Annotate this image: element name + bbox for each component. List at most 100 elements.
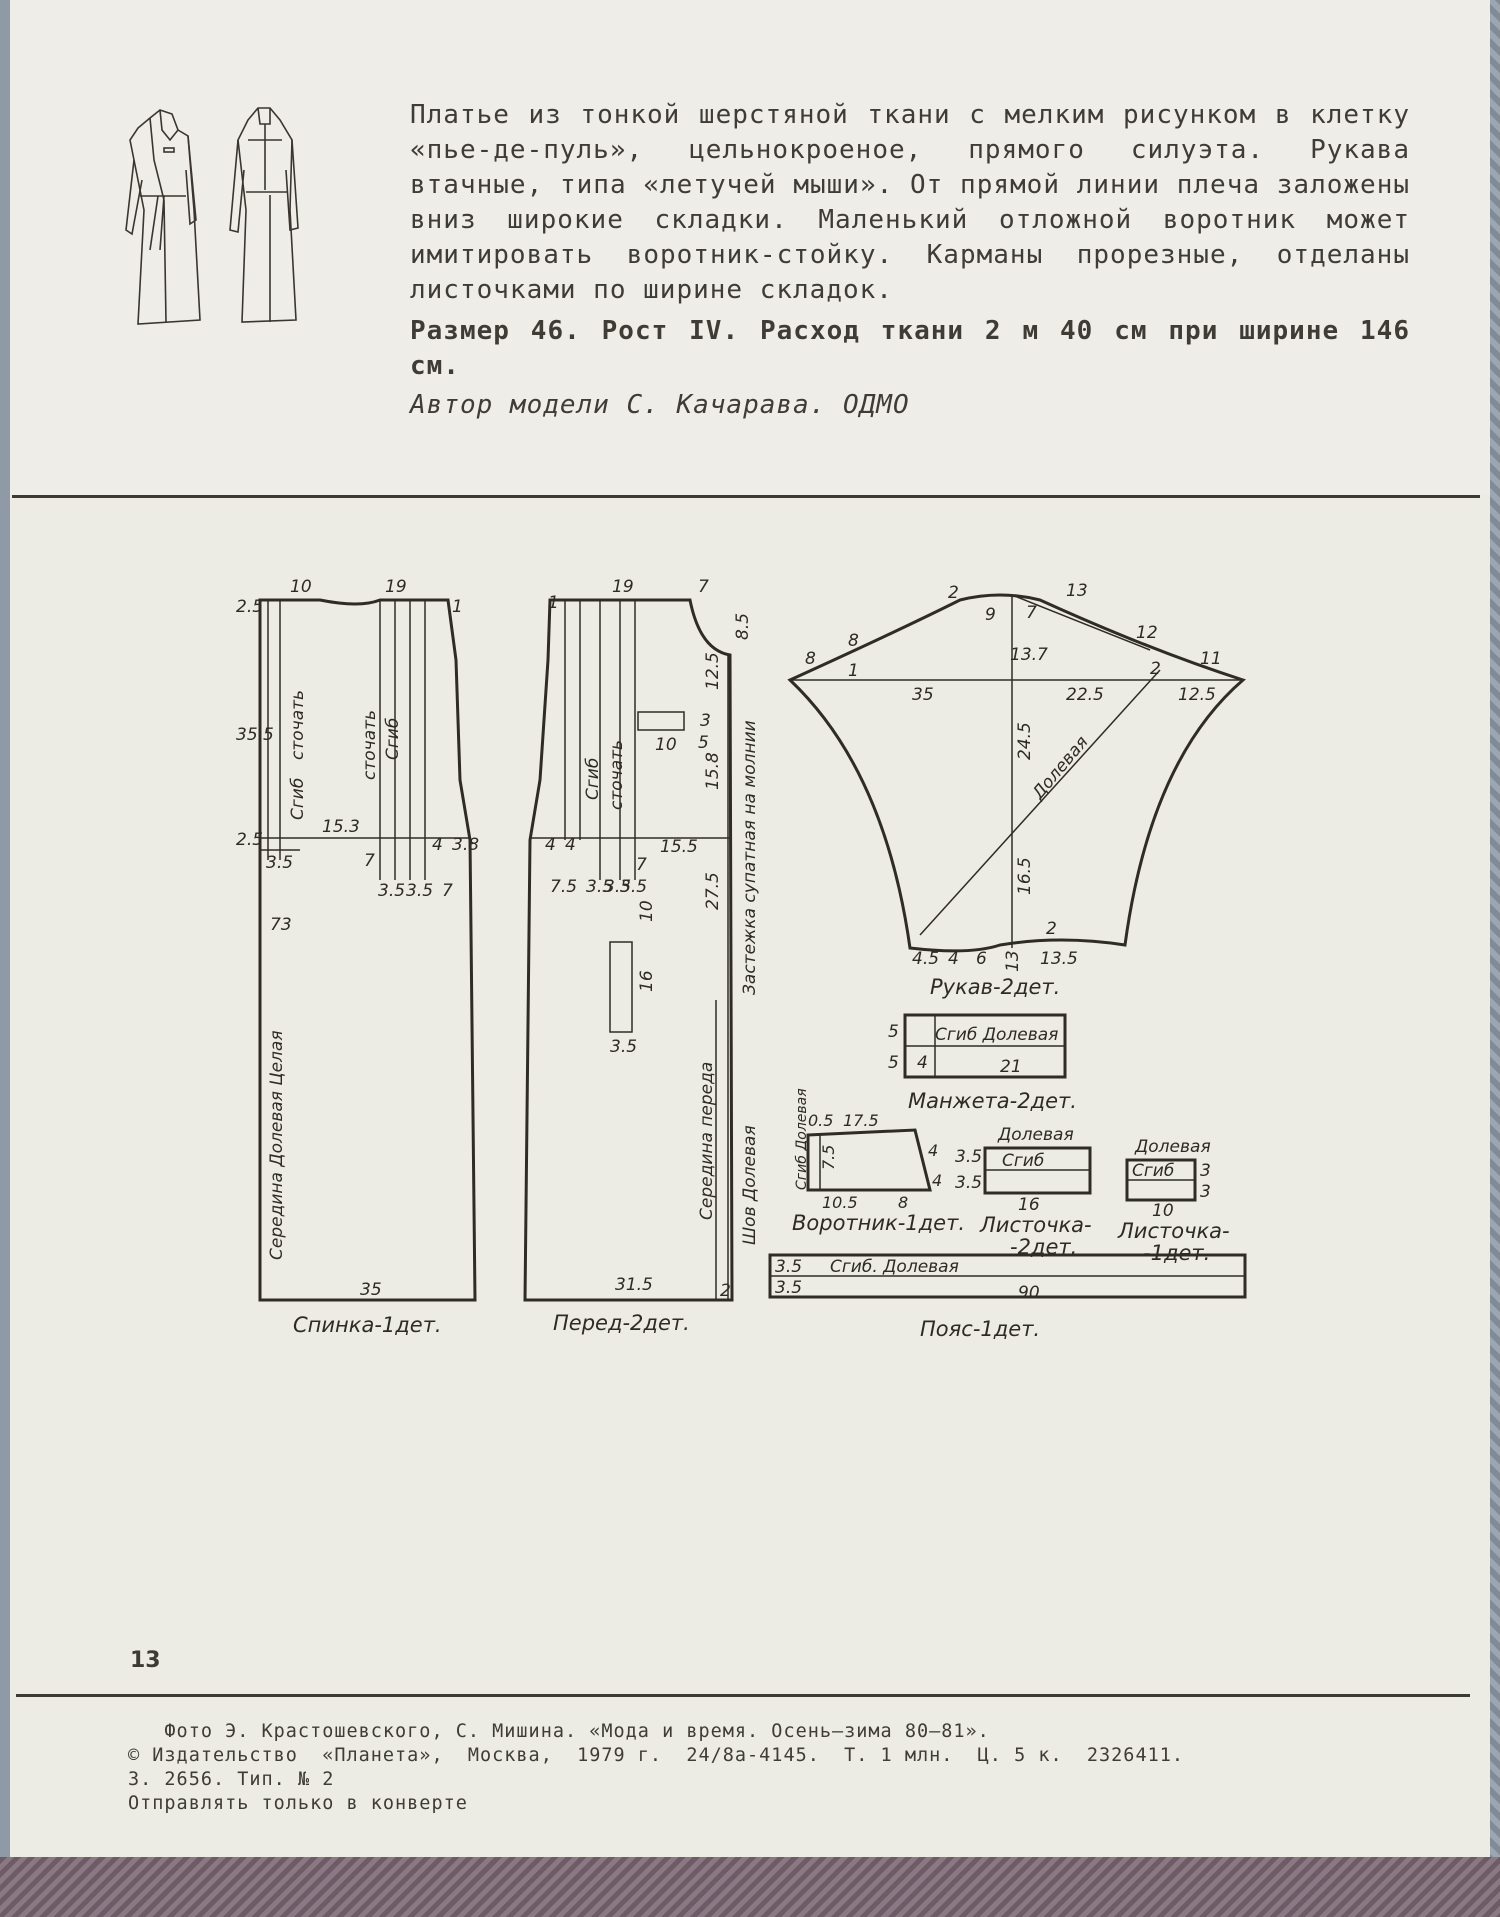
front-dim-label: 15.5 bbox=[660, 837, 698, 857]
sleeve-dim-label: 4 bbox=[948, 949, 959, 969]
front-dim-label: 5 bbox=[698, 733, 709, 753]
back-caption: Спинка-1дет. bbox=[293, 1313, 442, 1337]
sleeve-dim-label: 13 bbox=[1066, 581, 1088, 601]
flap-two-dim-label: 3.5 bbox=[955, 1147, 982, 1167]
sleeve-dim-label: 13.7 bbox=[1010, 645, 1048, 665]
belt-caption: Пояс-1дет. bbox=[920, 1317, 1040, 1341]
collar-caption: Воротник-1дет. bbox=[792, 1211, 965, 1235]
sleeve-dim-label: 2 bbox=[1046, 919, 1057, 939]
back-dim-label: 2.5 bbox=[236, 597, 263, 617]
front-dim-label: 15.8 bbox=[703, 752, 723, 790]
cuff-note: Сгиб Долевая bbox=[935, 1025, 1058, 1045]
front-dim-label: 27.5 bbox=[703, 872, 723, 910]
footer-divider bbox=[16, 1694, 1470, 1697]
front-note: Сгиб bbox=[583, 758, 603, 800]
flap-one-caption: -1дет. bbox=[1143, 1241, 1210, 1265]
sleeve-dim-label: 2 bbox=[948, 583, 959, 603]
sleeve-dim-label: 24.5 bbox=[1015, 722, 1035, 760]
flap-two-note: Долевая bbox=[997, 1125, 1074, 1145]
flap-two-dim-label: 16 bbox=[1018, 1195, 1040, 1215]
back-dim-label: 15.3 bbox=[322, 817, 360, 837]
section-divider bbox=[12, 495, 1480, 498]
belt-note: Сгиб. Долевая bbox=[830, 1257, 959, 1277]
front-dim-label: 7 bbox=[698, 577, 709, 597]
credits: Фото Э. Крастошевского, С. Мишина. «Мода… bbox=[128, 1720, 1184, 1816]
sleeve-dim-label: 1 bbox=[848, 661, 859, 681]
sleeve-note: Долевая bbox=[1028, 732, 1093, 804]
sleeve-dim-label: 12.5 bbox=[1178, 685, 1216, 705]
back-dim-label: 7 bbox=[364, 851, 375, 871]
front-dim-label: 2 bbox=[720, 1281, 731, 1301]
page-number: 13 bbox=[130, 1648, 161, 1673]
sleeve-dim-label: 13.5 bbox=[1040, 949, 1078, 969]
front-dim-label: 3 bbox=[700, 711, 711, 731]
back-note: Сгиб bbox=[288, 778, 308, 820]
credits-line: Отправлять только в конверте bbox=[128, 1793, 468, 1814]
front-dim-label: 4 bbox=[565, 835, 576, 855]
flap-one-dim-label: 3 bbox=[1200, 1161, 1211, 1181]
front-note: Застежка супатная на молнии bbox=[740, 720, 760, 995]
belt-dim-label: 90 bbox=[1018, 1283, 1040, 1303]
postcard bbox=[10, 0, 1490, 1895]
sleeve-dim-label: 9 bbox=[985, 605, 996, 625]
front-dim-label: 19 bbox=[612, 577, 634, 597]
author-line: Автор модели С. Качарава. ОДМО bbox=[410, 390, 910, 420]
collar-dim-label: 0.5 bbox=[808, 1111, 833, 1130]
front-dim-label: 3.5 bbox=[586, 877, 613, 897]
front-dim-label: 8.5 bbox=[733, 613, 753, 640]
sleeve-dim-label: 6 bbox=[976, 949, 987, 969]
front-dim-label: 12.5 bbox=[703, 652, 723, 690]
front-note: сточать bbox=[607, 740, 627, 810]
front-dim-label: 10 bbox=[637, 900, 657, 922]
sleeve-dim-label: 4.5 bbox=[912, 949, 939, 969]
background-floor bbox=[0, 1857, 1500, 1917]
front-dim-label: 3.5 bbox=[610, 1037, 637, 1057]
sleeve-dim-label: 12 bbox=[1136, 623, 1158, 643]
back-dim-label: 3.5 bbox=[406, 881, 433, 901]
belt-dim-label: 3.5 bbox=[775, 1257, 802, 1277]
back-dim-label: 73 bbox=[270, 915, 292, 935]
sleeve-caption: Рукав-2дет. bbox=[930, 975, 1060, 999]
front-note: Середина переда bbox=[697, 1062, 717, 1220]
description-paragraph: Платье из тонкой шерстяной ткани с мелки… bbox=[410, 100, 1410, 305]
credits-line: © Издательство «Планета», Москва, 1979 г… bbox=[128, 1745, 1185, 1766]
cuff-caption: Манжета-2дет. bbox=[908, 1089, 1077, 1113]
front-dim-label: 31.5 bbox=[615, 1275, 653, 1295]
sleeve-outline bbox=[787, 593, 1247, 953]
cuff-dim-label: 21 bbox=[1000, 1057, 1022, 1077]
dress-illustrations bbox=[125, 107, 299, 325]
back-dim-label: 4 bbox=[432, 835, 443, 855]
flap-one-dim-label: 10 bbox=[1152, 1201, 1174, 1221]
back-note: сточать bbox=[288, 690, 308, 760]
size-line: Размер 46. Рост IV. Расход ткани 2 м 40 … bbox=[410, 316, 1410, 381]
collar-dim-label: 7.5 bbox=[819, 1145, 838, 1170]
front-dim-label: 3.5 bbox=[604, 877, 631, 897]
back-piece-outline bbox=[258, 598, 477, 1302]
cuff-dim-label: 5 bbox=[888, 1022, 899, 1042]
flap-one-dim-label: 3 bbox=[1200, 1182, 1211, 1202]
flap-two-dim-label: 3.5 bbox=[955, 1173, 982, 1193]
collar-dim-label: 10.5 bbox=[822, 1193, 858, 1212]
collar-dim-label: 4 bbox=[928, 1141, 938, 1160]
sleeve-dim-label: 7 bbox=[1026, 603, 1037, 623]
top-section bbox=[10, 0, 1490, 495]
back-dim-label: 1 bbox=[452, 597, 463, 617]
back-dim-label: 3.5 bbox=[378, 881, 405, 901]
front-dim-label: 4 bbox=[545, 835, 556, 855]
back-dim-label: 35 bbox=[360, 1280, 382, 1300]
flap-two-caption: -2дет. bbox=[1010, 1235, 1077, 1259]
credits-line: Фото Э. Крастошевского, С. Мишина. «Мода… bbox=[128, 1721, 990, 1742]
sleeve-dim-label: 13 bbox=[1003, 950, 1023, 972]
collar-note: Сгиб Долевая bbox=[794, 1088, 810, 1190]
front-dim-label: 10 bbox=[655, 735, 677, 755]
back-note: Середина Долевая Целая bbox=[267, 1030, 287, 1260]
sleeve-dim-label: 35 bbox=[912, 685, 934, 705]
back-dim-label: 35.5 bbox=[236, 725, 274, 745]
cuff-dim-label: 5 bbox=[888, 1053, 899, 1073]
flap-two-note: Сгиб bbox=[1002, 1151, 1044, 1171]
back-dim-label: 19 bbox=[385, 577, 407, 597]
front-piece-outline bbox=[523, 598, 734, 1302]
back-dim-label: 7 bbox=[442, 881, 453, 901]
sleeve-dim-label: 2 bbox=[1150, 659, 1161, 679]
